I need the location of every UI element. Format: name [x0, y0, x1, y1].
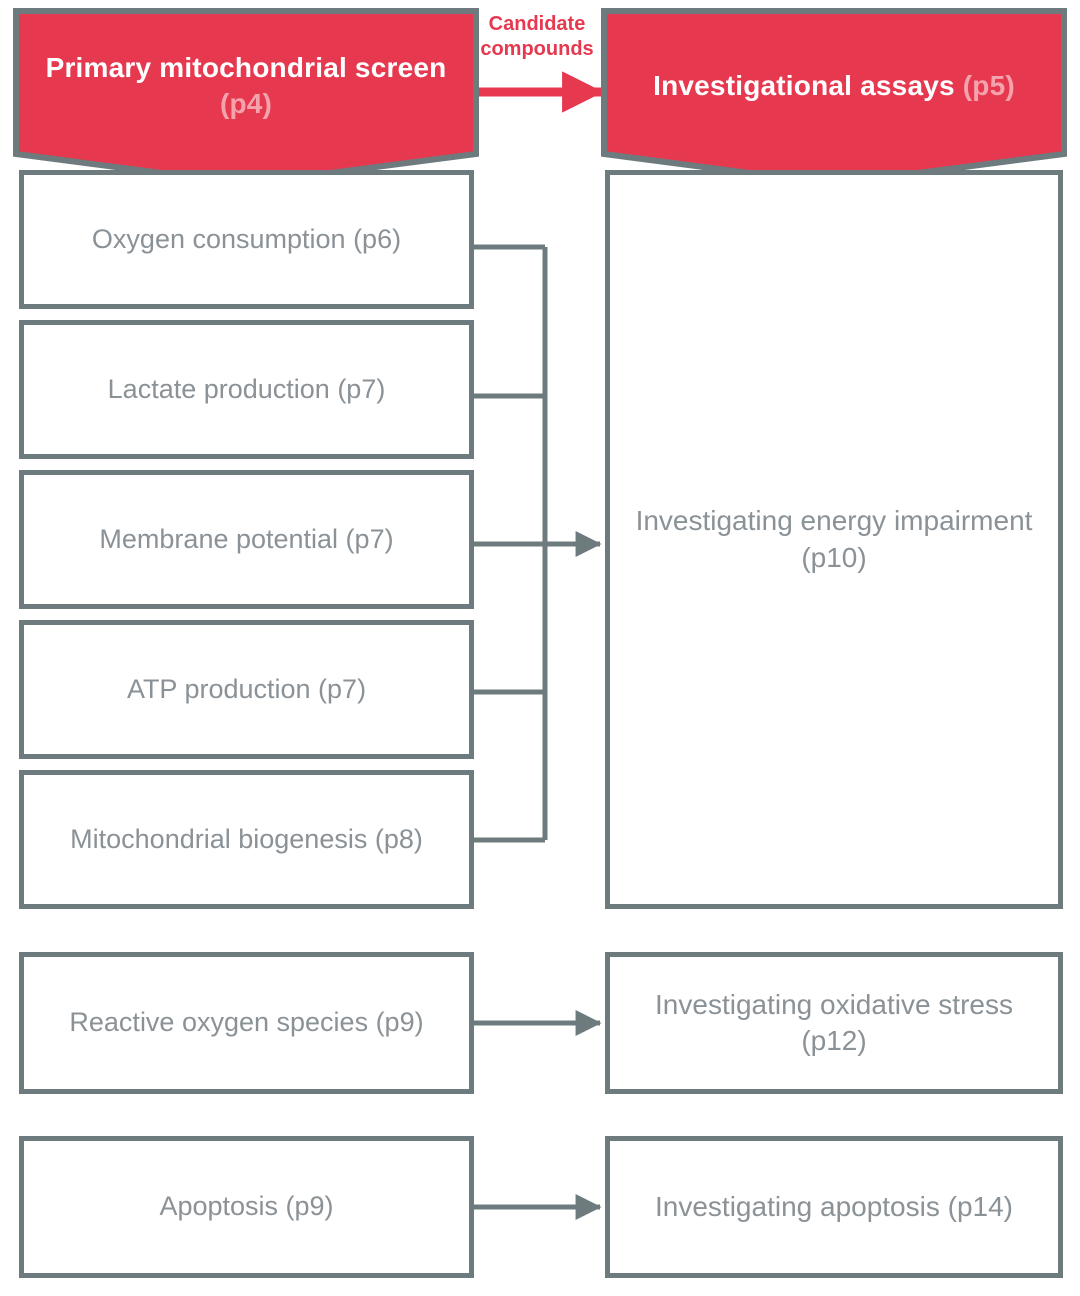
box-lactate-production[interactable]: Lactate production (p7) [19, 320, 474, 459]
banner-right-page: (p5) [962, 70, 1015, 102]
box-investigating-energy-impairment[interactable]: Investigating energy impairment (p10) [605, 170, 1063, 909]
banner-right-shape [601, 8, 1067, 188]
box-atp-production-label: ATP production (p7) [126, 673, 367, 704]
box-investigating-apoptosis-label: Investigating apoptosis (p14) [655, 1190, 1013, 1222]
banner-right-label: Investigational assays [653, 70, 955, 102]
box-mitochondrial-biogenesis[interactable]: Mitochondrial biogenesis (p8) [19, 770, 474, 909]
box-investigating-apoptosis[interactable]: Investigating apoptosis (p14) [605, 1136, 1063, 1278]
box-apoptosis[interactable]: Apoptosis (p9) [19, 1136, 474, 1278]
box-membrane-potential[interactable]: Membrane potential (p7) [19, 470, 474, 609]
candidate-compounds-line2: compounds [480, 38, 594, 60]
box-membrane-potential-label: Membrane potential (p7) [99, 523, 394, 554]
box-investigating-oxidative-stress-label: Investigating oxidative stress (p12) [655, 988, 1013, 1056]
banner-right-text: Investigational assays (p5) [620, 68, 1049, 104]
box-oxygen-consumption[interactable]: Oxygen consumption (p6) [19, 170, 474, 309]
box-investigating-oxidative-stress[interactable]: Investigating oxidative stress (p12) [605, 952, 1063, 1094]
box-reactive-oxygen-species-label: Reactive oxygen species (p9) [69, 1007, 424, 1038]
candidate-compounds-line1: Candidate [488, 13, 586, 35]
box-apoptosis-label: Apoptosis (p9) [159, 1191, 334, 1222]
box-reactive-oxygen-species[interactable]: Reactive oxygen species (p9) [19, 952, 474, 1094]
box-lactate-production-label: Lactate production (p7) [107, 373, 386, 404]
banner-left-label: Primary mitochondrial screen [45, 52, 447, 84]
box-investigating-energy-impairment-label: Investigating energy impairment (p10) [635, 505, 1033, 573]
box-mitochondrial-biogenesis-label: Mitochondrial biogenesis (p8) [70, 823, 423, 854]
box-oxygen-consumption-label: Oxygen consumption (p6) [91, 223, 402, 254]
label-candidate-compounds: Candidate compounds [476, 12, 598, 62]
banner-left-text: Primary mitochondrial screen (p4) [32, 50, 461, 122]
banner-investigational-assays: Investigational assays (p5) [601, 8, 1067, 190]
banner-left-page: (p4) [219, 88, 273, 119]
banner-left-shape [13, 8, 479, 188]
box-atp-production[interactable]: ATP production (p7) [19, 620, 474, 759]
bracket-energy-group [472, 244, 548, 843]
banner-primary-mitochondrial-screen: Primary mitochondrial screen (p4) [13, 8, 479, 190]
